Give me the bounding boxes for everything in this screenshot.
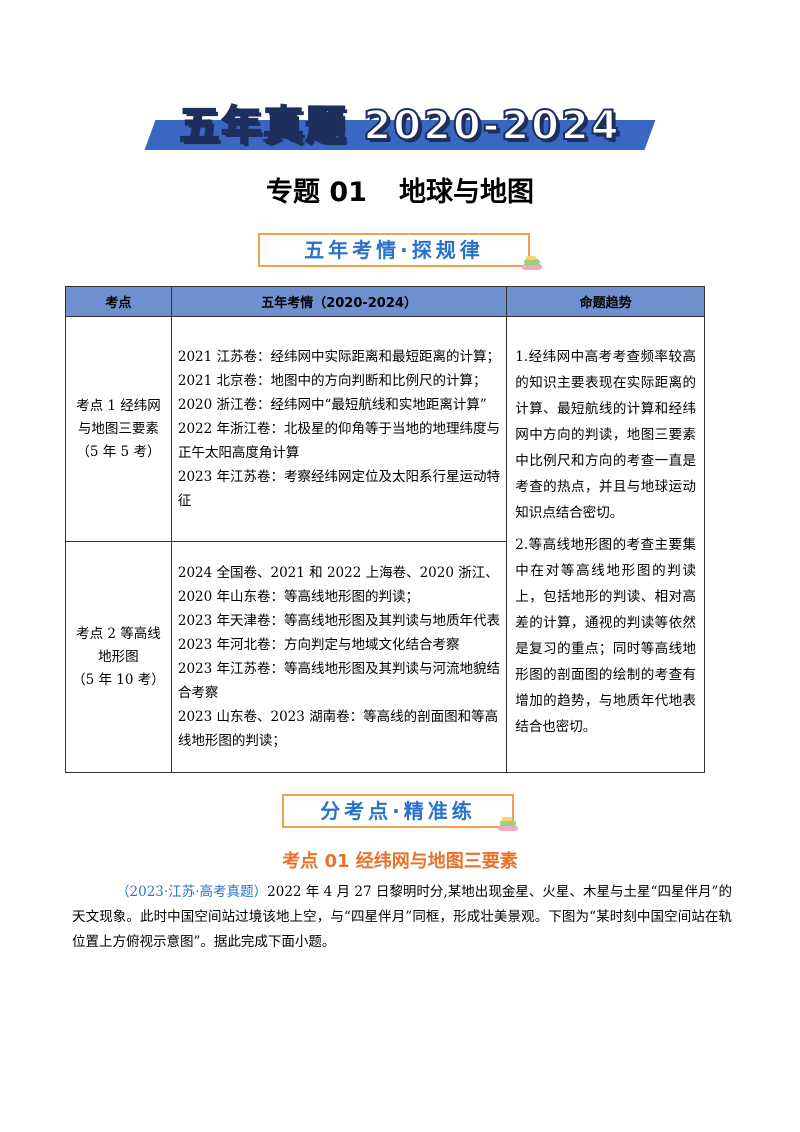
header-point: 考点 xyxy=(65,286,172,317)
section-heading-practice: 分考点·精准练 xyxy=(282,794,514,828)
exam-point-cell: 考点 1 经纬网 与地图三要素 （5 年 5 考） xyxy=(65,316,172,542)
exam-history-cell: 2021 江苏卷：经纬网中实际距离和最短距离的计算； 2021 北京卷：地图中的… xyxy=(170,316,508,542)
title-banner: 五年真题 2020-2024 xyxy=(144,100,656,156)
list-item: 2023 年江苏卷：考察经纬网定位及太阳系行星运动特征 xyxy=(177,469,501,509)
books-icon xyxy=(498,817,520,833)
list-item: 2021 北京卷：地图中的方向判断和比例尺的计算； xyxy=(177,373,487,389)
list-item: 2021 江苏卷：经纬网中实际距离和最短距离的计算； xyxy=(177,349,501,365)
section-heading-trends: 五年考情·探规律 xyxy=(258,233,530,267)
books-icon xyxy=(522,256,544,272)
exam-analysis-table: 考点 五年考情（2020-2024） 命题趋势 考点 1 经纬网 与地图三要素 … xyxy=(65,286,705,773)
list-item: 2023 年天津卷：等高线地形图及其判读与地质年代表 xyxy=(177,613,501,629)
question-source: （2023·江苏·高考真题） xyxy=(116,884,268,900)
question-stem: （2023·江苏·高考真题）2022 年 4 月 27 日黎明时分,某地出现金星… xyxy=(72,880,732,955)
list-item: 2020 浙江卷：经纬网中“最短航线和实地距离计算” xyxy=(177,397,487,413)
list-item: 2024 全国卷、2021 和 2022 上海卷、2020 浙江、2020 年山… xyxy=(177,565,499,605)
banner-text: 五年真题 2020-2024 xyxy=(178,102,621,150)
exam-point-heading: 考点 01 经纬网与地图三要素 xyxy=(282,851,518,872)
list-item: 2022 年浙江卷：北极星的仰角等于当地的地理纬度与正午太阳高度角计算 xyxy=(177,421,501,461)
subject-name: 地球与地图 xyxy=(398,177,534,208)
list-item: 2023 年江苏卷：等高线地形图及其判读与河流地貌结合考察 xyxy=(177,661,501,701)
exam-point-cell: 考点 2 等高线 地形图 （5 年 10 考） xyxy=(65,541,172,773)
list-item: 2023 山东卷、2023 湖南卷：等高线的剖面图和等高线地形图的判读； xyxy=(177,709,499,749)
list-item: 2023 年河北卷：方向判定与地域文化结合考察 xyxy=(177,637,460,653)
trend-cell: 1.经纬网中高考考查频率较高的知识主要表现在实际距离的计算、最短航线的计算和经纬… xyxy=(506,316,705,773)
trend-paragraph: 1.经纬网中高考考查频率较高的知识主要表现在实际距离的计算、最短航线的计算和经纬… xyxy=(515,348,696,521)
table-row: 考点 1 经纬网 与地图三要素 （5 年 5 考） 2021 江苏卷：经纬网中实… xyxy=(65,316,705,773)
table-header-row: 考点 五年考情（2020-2024） 命题趋势 xyxy=(65,286,705,317)
subject-label: 专题 01 xyxy=(266,177,367,208)
subject-title: 专题 01 地球与地图 xyxy=(0,170,800,209)
trend-paragraph: 2.等高线地形图的考查主要集中在对等高线地形图的判读上，包括地形的判读、相对高差… xyxy=(515,536,696,735)
header-trend: 命题趋势 xyxy=(506,286,705,317)
table-row: 考点 2 等高线 地形图 （5 年 10 考） 2024 全国卷、2021 和 … xyxy=(65,541,705,773)
question-text: 2022 年 4 月 27 日黎明时分,某地出现金星、火星、木星与土星“四星伴月… xyxy=(72,884,732,950)
exam-history-cell: 2024 全国卷、2021 和 2022 上海卷、2020 浙江、2020 年山… xyxy=(170,541,508,773)
header-history: 五年考情（2020-2024） xyxy=(170,286,508,317)
